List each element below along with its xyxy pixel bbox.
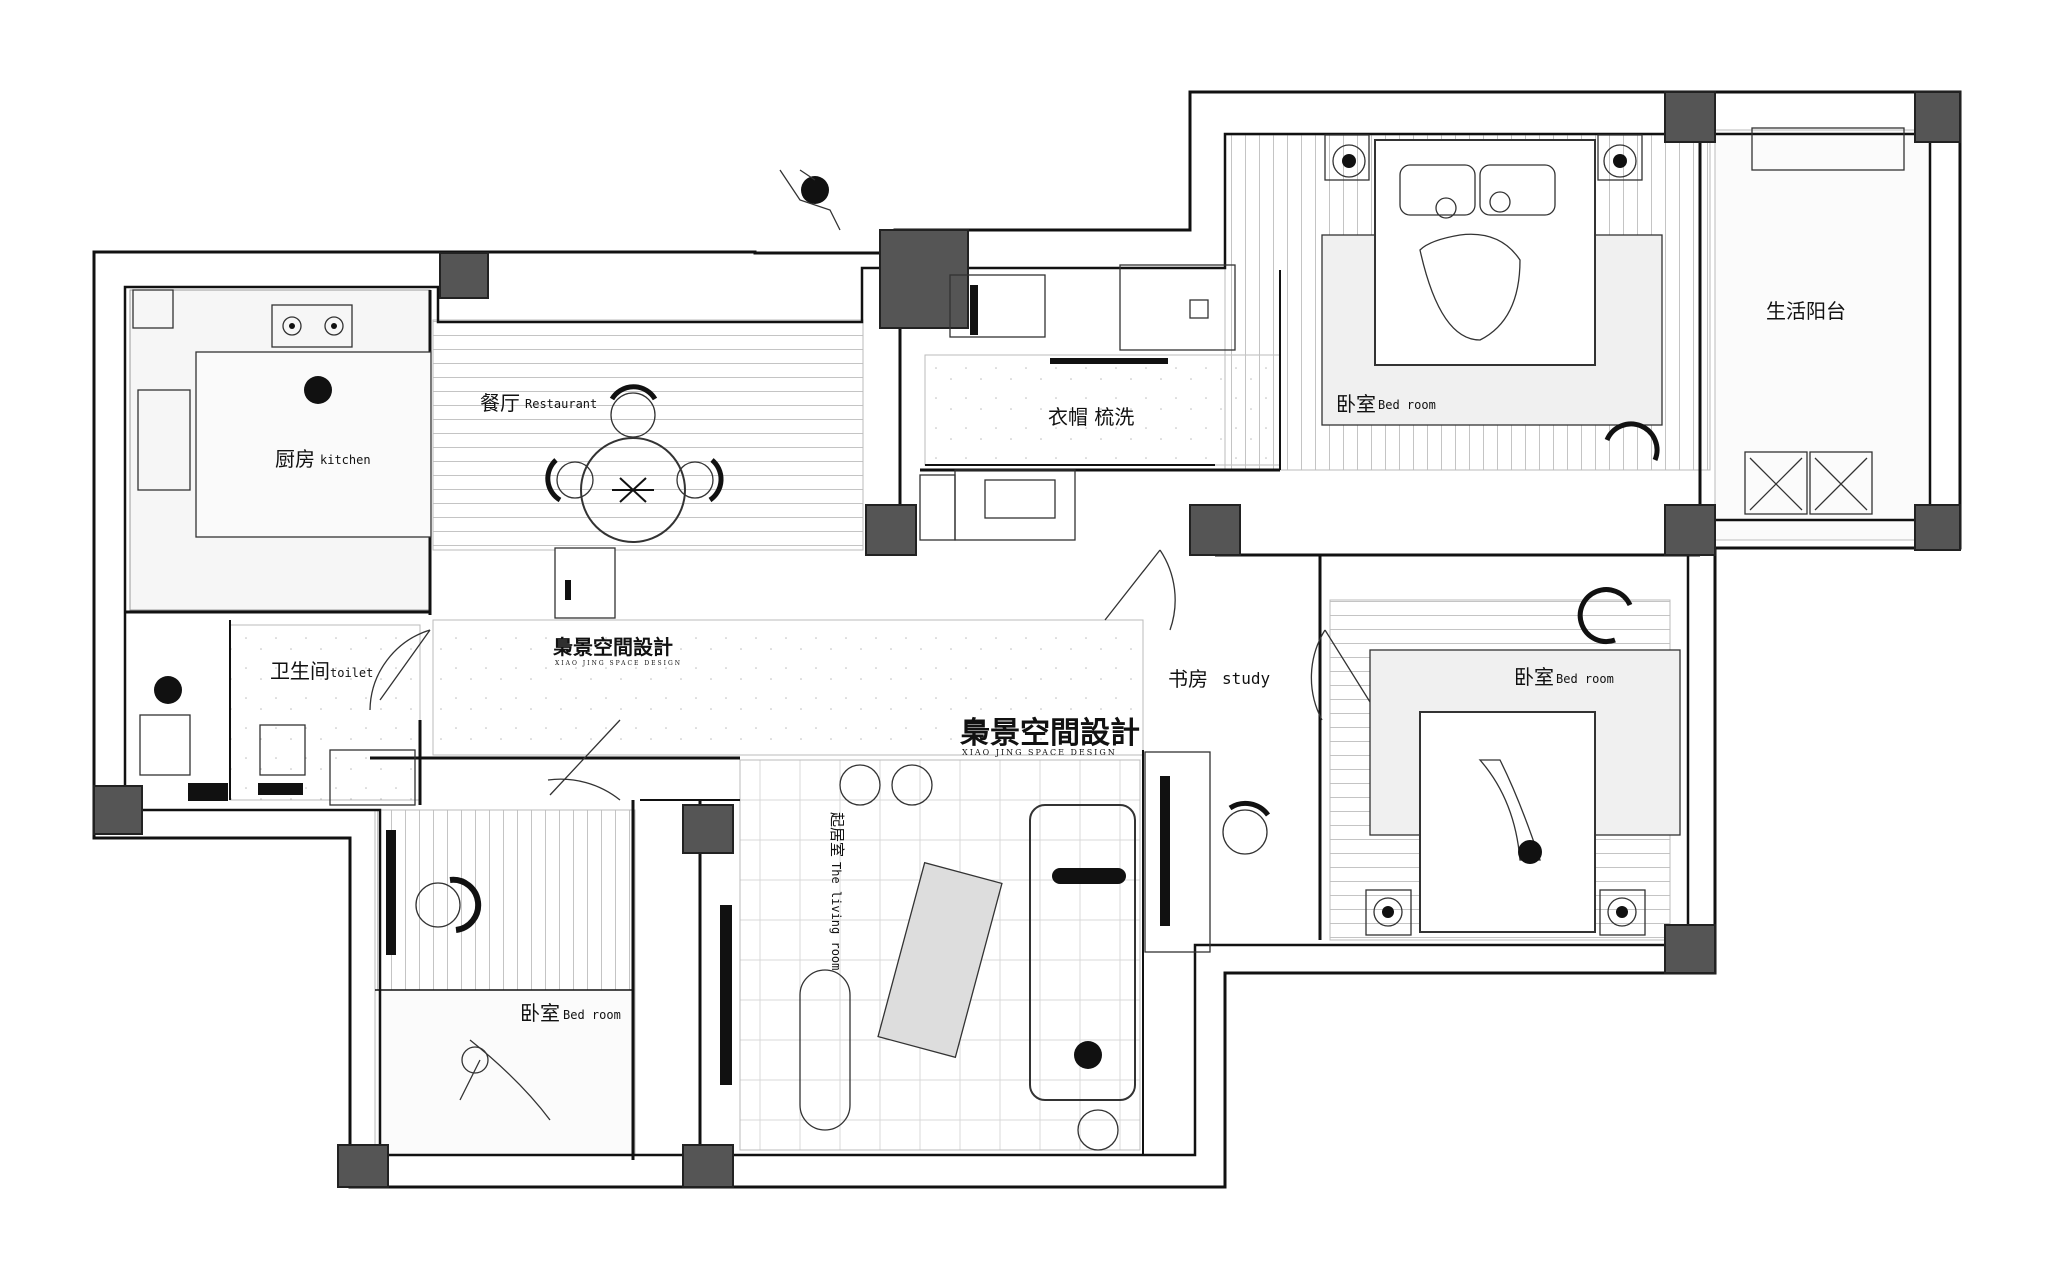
watermarks: 梟景空間設計 XIAO JING SPACE DESIGN 梟景空間設計 XIA… xyxy=(552,635,1140,757)
kitchen-furniture xyxy=(132,289,432,538)
cloak-furniture xyxy=(919,264,1236,541)
columns xyxy=(93,91,1961,1188)
toilet-label-cn: 卫生间 xyxy=(270,659,330,683)
cloak-label-cn: 衣帽 梳洗 xyxy=(1048,405,1134,429)
living-furniture xyxy=(720,764,1136,1151)
living-label-en: The living room xyxy=(829,862,843,970)
watermark-large-cn: 梟景空間設計 xyxy=(959,716,1140,751)
left-bedroom-label-en: Bed room xyxy=(563,1008,621,1022)
balcony-label-cn: 生活阳台 xyxy=(1766,299,1846,323)
study-label-cn: 书房 xyxy=(1168,667,1208,691)
right-bed xyxy=(1365,649,1681,936)
left-bed xyxy=(386,830,551,1121)
master-bedroom-label-en: Bed room xyxy=(1378,398,1436,412)
living-label-cn: 起居室 xyxy=(828,812,846,857)
right-bedroom-label-cn: 卧室 xyxy=(1514,665,1554,689)
study-furniture xyxy=(1144,587,1633,953)
dining-table xyxy=(545,384,724,619)
watermark-small-cn: 梟景空間設計 xyxy=(552,635,673,659)
doors xyxy=(369,549,1376,801)
balcony-fixtures xyxy=(1744,127,1905,515)
left-bedroom-label-cn: 卧室 xyxy=(520,1001,560,1025)
restaurant-label-en: Restaurant xyxy=(525,397,597,411)
people-figures xyxy=(779,169,841,231)
floor-areas xyxy=(129,129,1931,1156)
toilet-fixtures xyxy=(139,676,416,806)
right-bedroom-label-en: Bed room xyxy=(1556,672,1614,686)
toilet-label-en: toilet xyxy=(330,666,373,680)
master-bedroom-label-cn: 卧室 xyxy=(1336,392,1376,416)
room-labels: 厨房 kitchen 餐厅 Restaurant 衣帽 梳洗 卧室 Bed ro… xyxy=(270,299,1846,1025)
restaurant-label-cn: 餐厅 xyxy=(480,391,520,415)
kitchen-label-en: kitchen xyxy=(320,453,371,467)
master-bed xyxy=(1321,134,1663,461)
watermark-large-en: XIAO JING SPACE DESIGN xyxy=(962,748,1117,757)
study-label-en: study xyxy=(1222,669,1271,688)
kitchen-label-cn: 厨房 xyxy=(275,447,315,471)
watermark-small-en: XIAO JING SPACE DESIGN xyxy=(555,660,682,667)
